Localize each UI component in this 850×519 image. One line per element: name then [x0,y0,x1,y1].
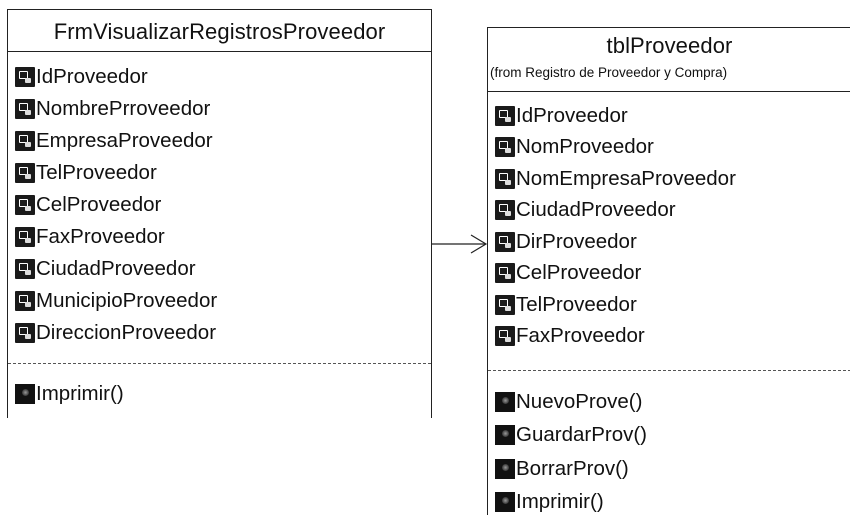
association-arrow [0,0,850,514]
